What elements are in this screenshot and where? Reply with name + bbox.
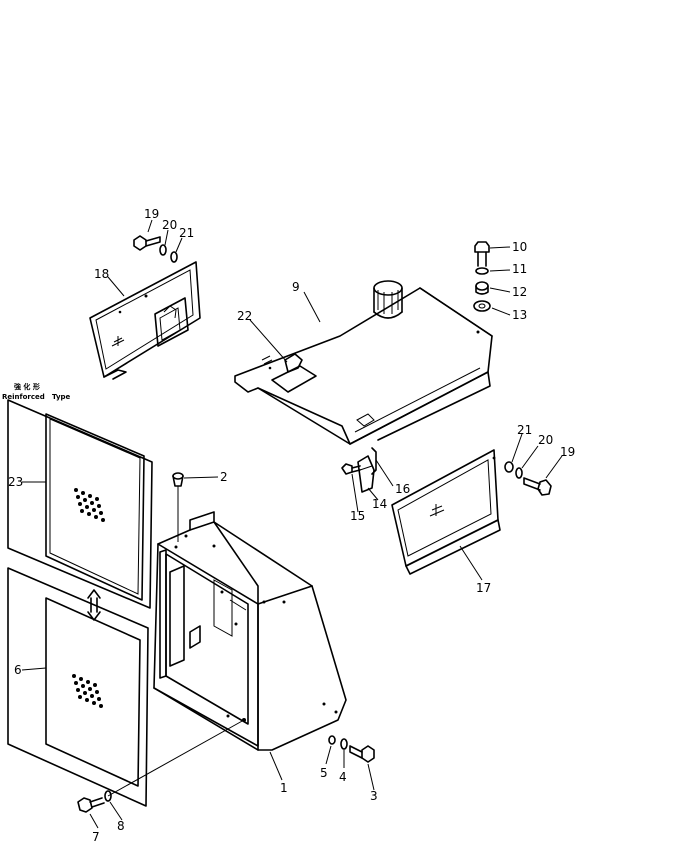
vent-hole (72, 674, 76, 678)
washer-4 (340, 738, 348, 750)
callout-12: 12 (512, 285, 527, 299)
vent-hole (95, 497, 99, 501)
vent-hole (78, 502, 82, 506)
side-cover-17 (391, 449, 501, 575)
callout-19b: 19 (560, 445, 575, 459)
vent-hole (74, 488, 78, 492)
vent-hole (76, 688, 80, 692)
vent-hole (74, 681, 78, 685)
vent-hole (79, 677, 83, 681)
washer-21-left (170, 251, 178, 263)
vent-hole (81, 491, 85, 495)
frame-1 (153, 511, 347, 751)
panel-6 (7, 567, 149, 807)
vent-hole (90, 501, 94, 505)
vent-hole (99, 511, 103, 515)
callout-21b: 21 (517, 423, 532, 437)
vent-hole (92, 701, 96, 705)
vent-hole (86, 680, 90, 684)
callout-23: 23 (8, 475, 23, 489)
washer-5 (328, 735, 336, 745)
vent-hole (97, 697, 101, 701)
callout-17: 17 (476, 581, 491, 595)
variant-note-reinforced: Reinforced (2, 393, 45, 401)
vent-hole (80, 509, 84, 513)
callout-13: 13 (512, 308, 527, 322)
callout-18: 18 (94, 267, 109, 281)
leader-lines (21, 219, 563, 829)
callout-2: 2 (220, 470, 228, 484)
vent-hole (93, 683, 97, 687)
pin-16 (371, 447, 377, 475)
vent-hole (87, 512, 91, 516)
side-cover-18 (89, 261, 201, 380)
vent-hole (94, 515, 98, 519)
vent-hole (101, 518, 105, 522)
washer-8 (104, 790, 112, 802)
callout-8: 8 (117, 819, 125, 833)
callout-19a: 19 (144, 207, 159, 221)
bolt-3 (349, 745, 375, 763)
callout-4: 4 (339, 770, 347, 784)
vent-holes-23 (74, 488, 105, 522)
vent-hole (85, 698, 89, 702)
nut-12 (475, 281, 489, 295)
grommet-2 (172, 472, 184, 487)
callout-5: 5 (320, 766, 328, 780)
bolt-19-right (523, 477, 552, 496)
variant-note: 強 化 形 Reinforced Type (2, 382, 71, 401)
variant-note-cjk: 強 化 形 (14, 382, 40, 391)
washer-20-right (515, 467, 523, 479)
vent-hole (83, 691, 87, 695)
vent-hole (99, 704, 103, 708)
top-cover-9 (234, 280, 493, 445)
variant-note-type: Type (52, 393, 71, 401)
callout-22: 22 (237, 309, 252, 323)
bolt-7 (77, 797, 105, 813)
vent-hole (85, 505, 89, 509)
vent-hole (95, 690, 99, 694)
washer-11 (475, 267, 489, 275)
bolt-15 (341, 463, 361, 475)
callout-16: 16 (395, 482, 410, 496)
callout-10: 10 (512, 240, 527, 254)
vent-hole (88, 494, 92, 498)
vent-hole (97, 504, 101, 508)
vent-hole (81, 684, 85, 688)
callout-7: 7 (92, 830, 100, 843)
washer-21-right (504, 461, 514, 473)
latch-14 (357, 455, 375, 493)
callout-11: 11 (512, 262, 527, 276)
interchange-arrow-icon (87, 589, 101, 621)
bolt-19-left (133, 235, 161, 251)
callout-21a: 21 (179, 226, 194, 240)
callout-labels: 19 20 21 18 9 22 10 11 12 13 21 20 19 16… (8, 207, 575, 843)
vent-hole (92, 508, 96, 512)
callout-1: 1 (280, 781, 288, 795)
callout-14: 14 (372, 497, 387, 511)
vent-hole (78, 695, 82, 699)
vent-holes-6 (72, 674, 103, 708)
bolt-10 (474, 241, 490, 267)
vent-hole (83, 498, 87, 502)
callout-20a: 20 (162, 218, 177, 232)
vent-hole (90, 694, 94, 698)
callout-9: 9 (292, 280, 300, 294)
vent-hole (76, 495, 80, 499)
washer-13 (473, 300, 491, 312)
callout-6: 6 (14, 663, 22, 677)
callout-15: 15 (350, 509, 365, 523)
callout-3: 3 (370, 789, 378, 803)
panel-23 (7, 399, 153, 609)
washer-20-left (159, 244, 167, 256)
callout-20b: 20 (538, 433, 553, 447)
vent-hole (88, 687, 92, 691)
